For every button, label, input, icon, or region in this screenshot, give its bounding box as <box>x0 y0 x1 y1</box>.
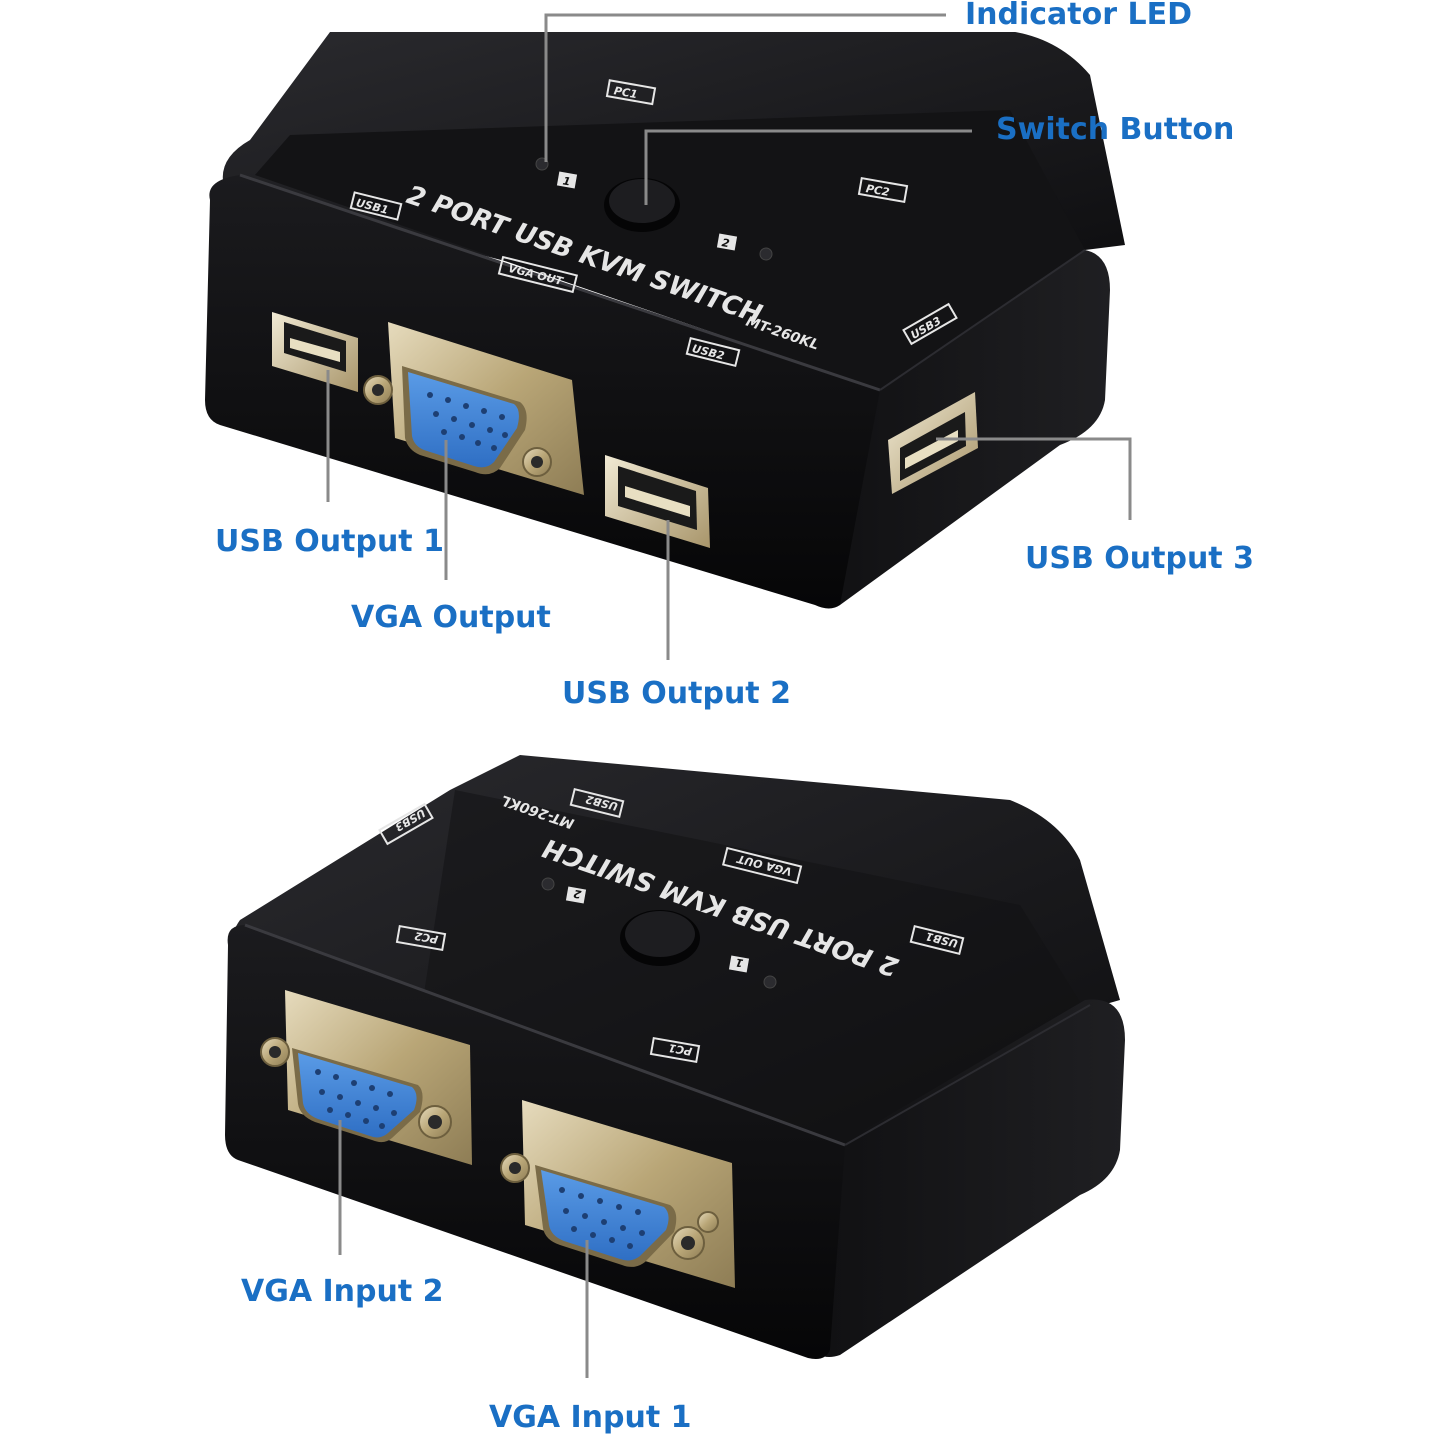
callout-vga-input-2: VGA Input 2 <box>241 1274 444 1309</box>
device-bottom: 2 PORT USB KVM SWITCH MT-260KL PC1 PC2 U… <box>225 755 1125 1359</box>
svg-text:1: 1 <box>735 955 745 969</box>
device-top-led2-label: 2 <box>716 233 738 251</box>
callout-vga-input-1: VGA Input 1 <box>489 1400 692 1435</box>
device-top-pc2-label: PC2 <box>857 176 909 204</box>
vga-input-1-port[interactable] <box>500 1100 735 1288</box>
svg-text:1: 1 <box>562 174 572 188</box>
callout-usb-output-2: USB Output 2 <box>562 676 791 711</box>
svg-text:PC1: PC1 <box>667 1041 693 1058</box>
leader-usb-output-3 <box>936 437 1132 520</box>
device-top-usb1-label: USB1 <box>349 191 403 221</box>
vga-output-port[interactable] <box>363 322 584 495</box>
device-top: 2 PORT USB KVM SWITCH MT-260KL PC1 PC2 U… <box>205 32 1125 609</box>
callout-usb-output-3: USB Output 3 <box>1025 541 1254 576</box>
leader-switch-button <box>644 129 972 205</box>
device-bottom-led1-label: 1 <box>728 955 750 973</box>
leader-indicator-led <box>544 13 946 162</box>
callout-switch-button: Switch Button <box>996 112 1235 147</box>
device-bottom-led2-label: 2 <box>565 886 587 904</box>
device-bottom-led-2 <box>541 877 555 891</box>
svg-text:PC2: PC2 <box>413 929 439 946</box>
device-bottom-usb1-label: USB1 <box>909 924 965 956</box>
device-top-led1-label: 1 <box>556 171 578 189</box>
svg-text:PC2: PC2 <box>865 182 891 199</box>
callout-usb-output-1: USB Output 1 <box>215 524 444 559</box>
device-top-pc1-label: PC1 <box>605 79 657 106</box>
svg-text:2: 2 <box>721 236 731 250</box>
device-bottom-switch-button[interactable] <box>620 910 700 966</box>
leader-lines <box>326 13 1132 1378</box>
usb-output-1-port[interactable] <box>272 312 358 392</box>
usb-output-2-port[interactable] <box>605 455 710 548</box>
device-bottom-side-face <box>810 999 1125 1358</box>
svg-text:2: 2 <box>572 887 582 901</box>
device-bottom-pc2-label: PC2 <box>395 924 447 952</box>
device-bottom-usb2-label: USB2 <box>569 787 625 819</box>
vga-input-2-port[interactable] <box>260 990 472 1165</box>
device-bottom-led-1 <box>763 975 777 989</box>
callout-vga-output: VGA Output <box>351 600 551 635</box>
svg-text:PC1: PC1 <box>613 84 639 101</box>
callout-indicator-led: Indicator LED <box>965 0 1193 32</box>
device-bottom-pc1-label: PC1 <box>649 1036 701 1064</box>
device-top-usb2-label: USB2 <box>685 336 741 368</box>
switch-button[interactable] <box>604 178 680 232</box>
device-top-led-2 <box>759 247 773 261</box>
